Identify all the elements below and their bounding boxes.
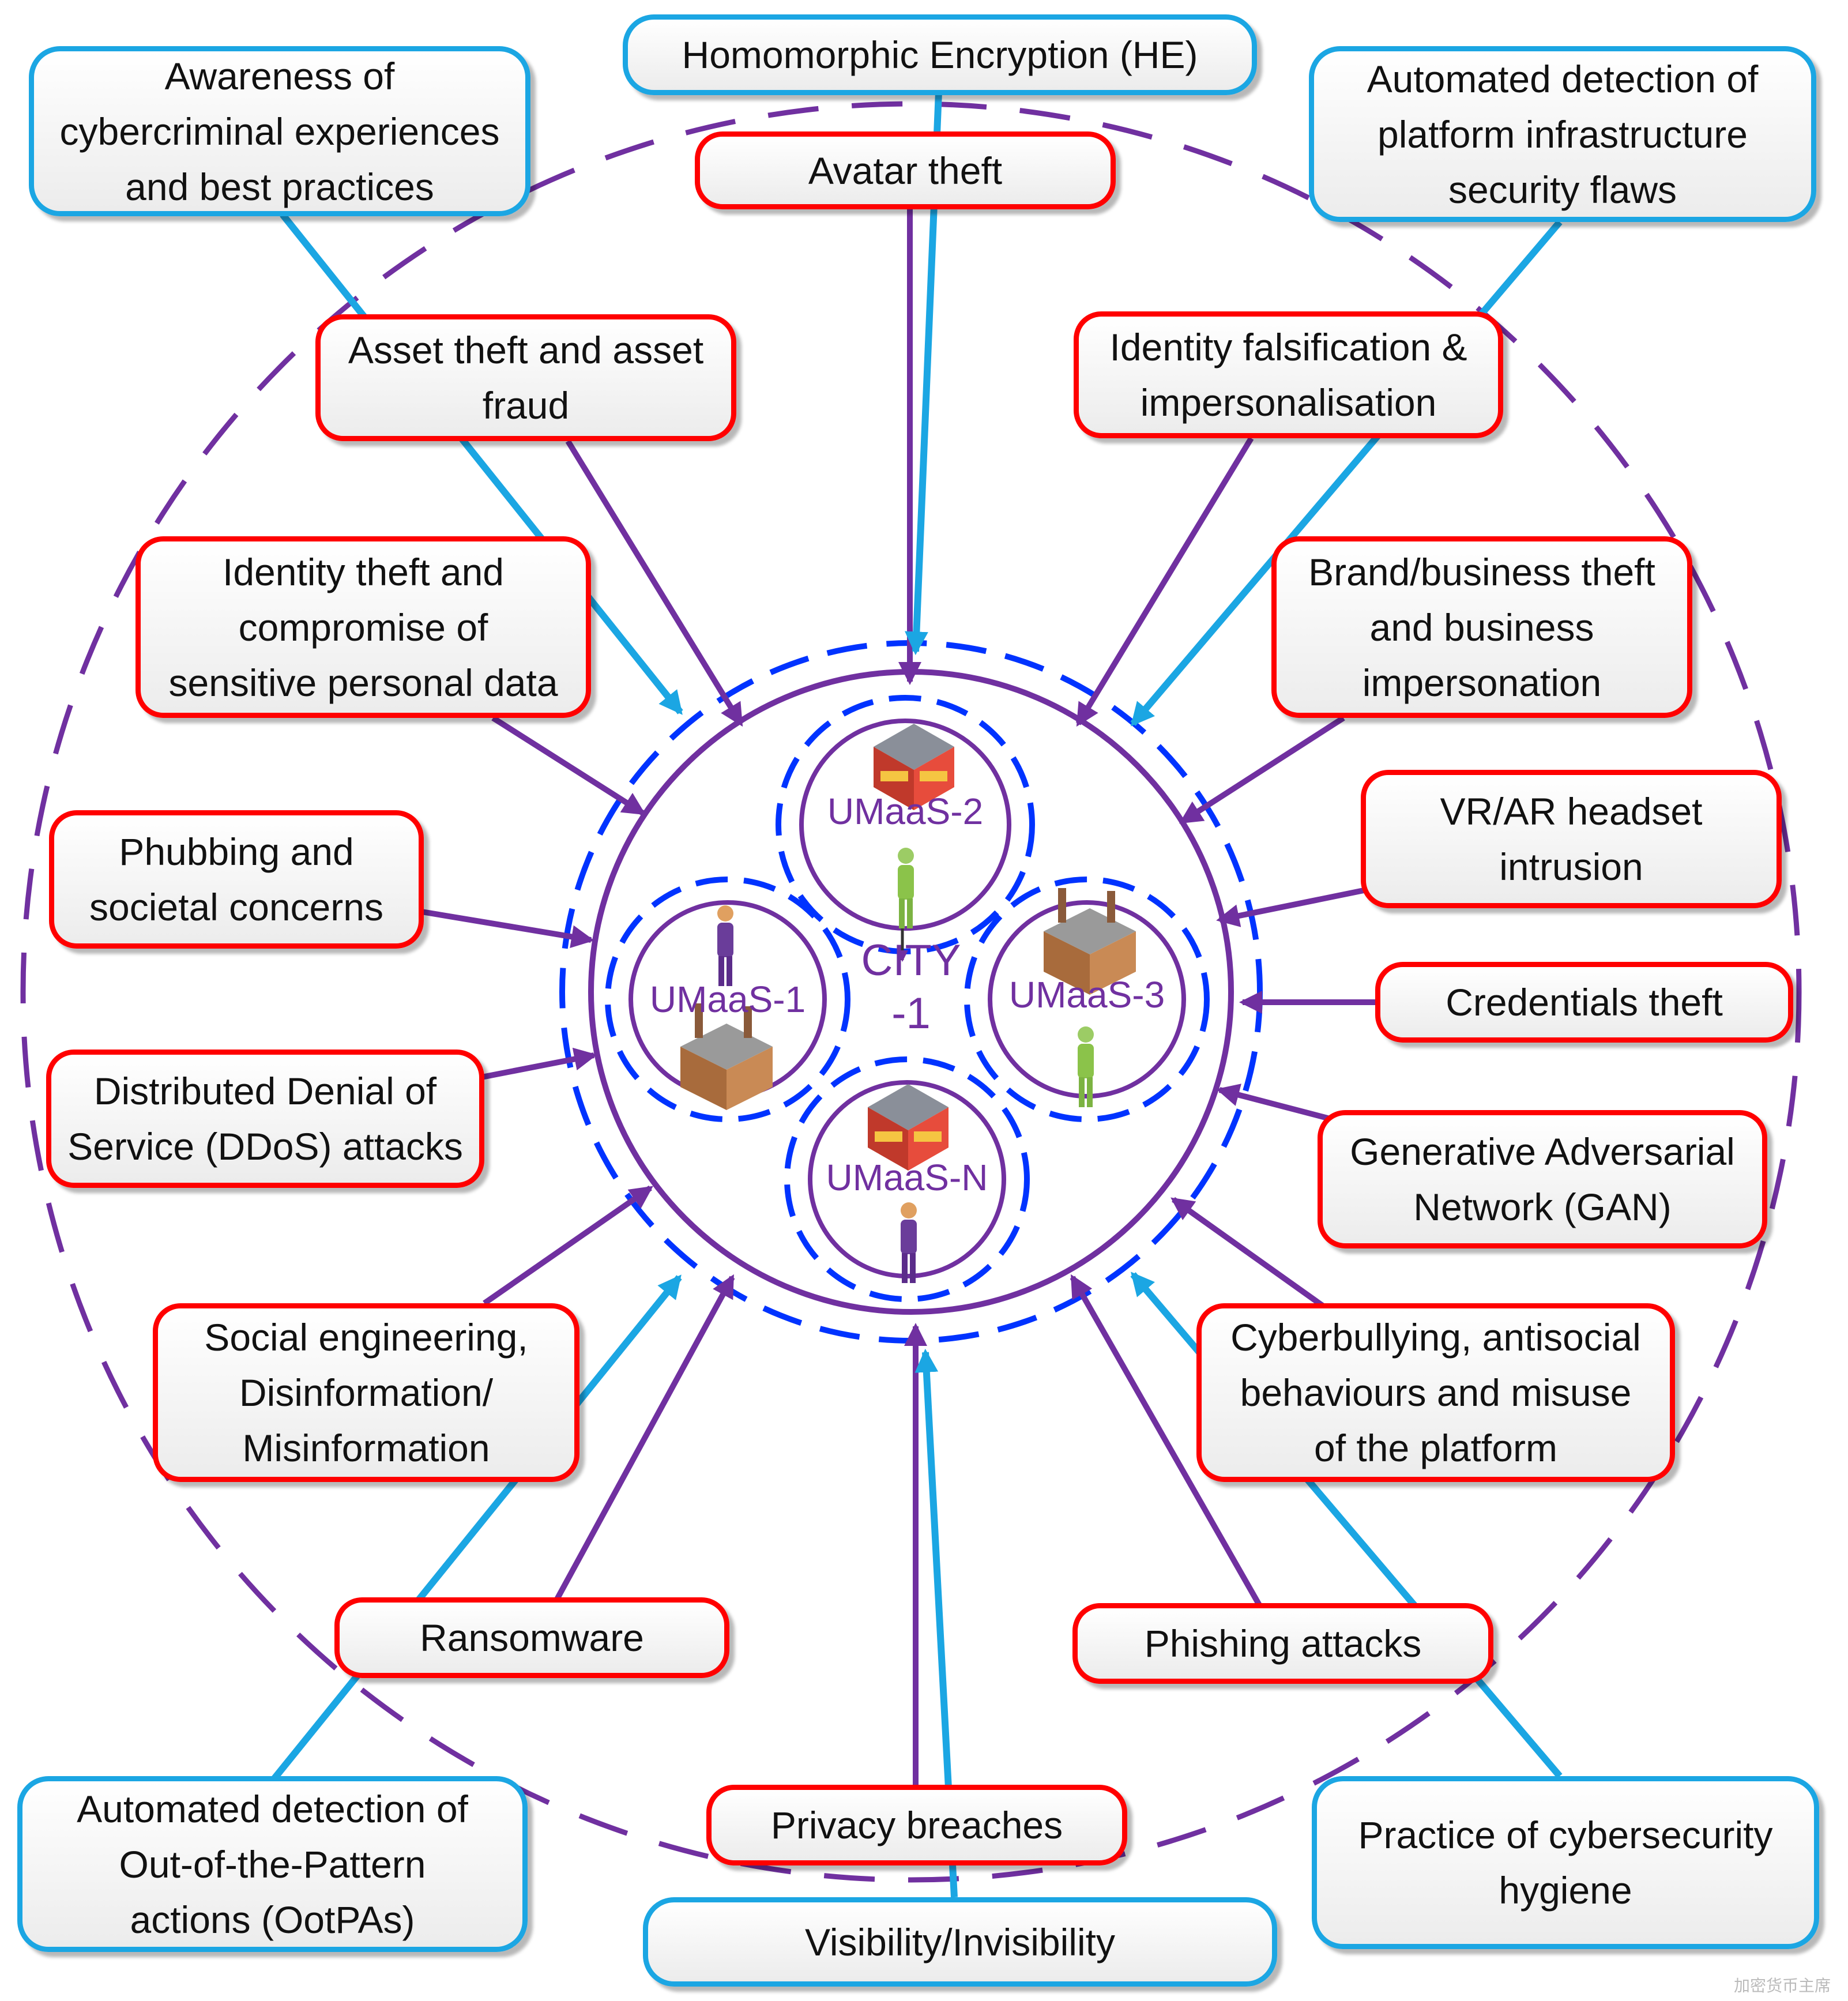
- arrow-social-engineering: [483, 1185, 653, 1306]
- threat-label: Generative Adversarial Network (GAN): [1350, 1130, 1735, 1228]
- umaas-n-label: UMaaS-N: [826, 1157, 988, 1198]
- arrow-cyberbullying: [1170, 1197, 1325, 1309]
- threat-label: Avatar theft: [808, 149, 1003, 192]
- arrow-brand-theft: [1179, 715, 1345, 825]
- threat-label: Brand/business theft and business impers…: [1308, 550, 1655, 704]
- arrow-ransomware: [554, 1274, 735, 1602]
- threat-avatar-theft: Avatar theft: [695, 131, 1116, 209]
- defense-label: Automated detection of Out-of-the-Patter…: [77, 1787, 468, 1941]
- threat-label: Phubbing and societal concerns: [89, 830, 383, 928]
- threat-cyberbullying: Cyberbullying, antisocial behaviours and…: [1196, 1303, 1675, 1482]
- factory-icon: [1044, 888, 1136, 995]
- umaas-1-dashed-ring: [605, 877, 850, 1122]
- threat-phishing: Phishing attacks: [1072, 1603, 1493, 1684]
- outer-dashed-boundary: [20, 101, 1802, 1883]
- threat-label: Cyberbullying, antisocial behaviours and…: [1230, 1316, 1641, 1469]
- umaas-2-label: UMaaS-2: [827, 791, 984, 832]
- threat-identity-falsification: Identity falsification & impersonalisati…: [1074, 311, 1503, 438]
- arrow-identity-theft: [491, 715, 646, 816]
- threat-ddos: Distributed Denial of Service (DDoS) att…: [46, 1050, 484, 1188]
- threat-label: Identity theft and compromise of sensiti…: [168, 550, 558, 704]
- arrow-ddos: [475, 1047, 597, 1081]
- threat-label: Identity falsification & impersonalisati…: [1109, 326, 1467, 424]
- threat-label: Asset theft and asset fraud: [348, 329, 704, 427]
- defense-cybersecurity-hygiene: Practice of cybersecurity hygiene: [1312, 1776, 1819, 1949]
- green-person-icon: [898, 848, 914, 928]
- defense-visibility: Visibility/Invisibility: [643, 1897, 1277, 1987]
- defense-label: Awareness of cybercriminal experiences a…: [59, 54, 500, 208]
- defense-homomorphic-encryption: Homomorphic Encryption (HE): [623, 14, 1257, 95]
- umaas-3-label: UMaaS-3: [1008, 974, 1165, 1015]
- threat-ransomware: Ransomware: [334, 1597, 729, 1678]
- threat-social-engineering: Social engineering, Disinformation/ Misi…: [153, 1303, 579, 1482]
- arrow-automated-detection-flaws: [1130, 220, 1563, 727]
- arrow-identity-falsification: [1075, 437, 1254, 727]
- factory-icon: [680, 1003, 773, 1110]
- purple-person-icon: [901, 1202, 917, 1283]
- threat-asset-theft: Asset theft and asset fraud: [315, 314, 736, 441]
- city-label: CITY -1: [861, 936, 961, 1038]
- umaas-3-dashed-ring: [964, 877, 1210, 1122]
- defense-label: Visibility/Invisibility: [805, 1920, 1115, 1964]
- arrow-phubbing: [417, 908, 594, 949]
- threat-label: VR/AR headset intrusion: [1440, 790, 1703, 888]
- defense-label: Automated detection of platform infrastr…: [1367, 57, 1759, 211]
- arrow-automated-detection-ootpa: [271, 1274, 682, 1781]
- green-person-icon: [1078, 1026, 1094, 1107]
- shop-building-icon: [868, 1084, 949, 1171]
- threat-identity-theft: Identity theft and compromise of sensiti…: [136, 536, 591, 718]
- umaas-1-label: UMaaS-1: [649, 979, 806, 1020]
- umaas-n-dashed-ring: [784, 1056, 1030, 1302]
- threat-privacy-breaches: Privacy breaches: [706, 1785, 1127, 1865]
- threat-label: Privacy breaches: [770, 1804, 1063, 1846]
- defense-automated-detection-flaws: Automated detection of platform infrastr…: [1309, 46, 1816, 222]
- arrow-awareness: [280, 212, 683, 715]
- umaas-2-circle: [799, 719, 1011, 931]
- defense-label: Practice of cybersecurity hygiene: [1358, 1814, 1773, 1912]
- defense-label: Homomorphic Encryption (HE): [682, 33, 1198, 76]
- threat-label: Ransomware: [420, 1616, 644, 1659]
- threat-phubbing: Phubbing and societal concerns: [49, 810, 424, 949]
- shop-building-icon: [874, 724, 954, 810]
- arrow-phishing: [1070, 1274, 1263, 1608]
- threat-credentials-theft: Credentials theft: [1375, 962, 1793, 1043]
- watermark: 加密货币主席: [1733, 1976, 1831, 1995]
- threat-gan: Generative Adversarial Network (GAN): [1318, 1110, 1767, 1248]
- arrow-vr-ar-intrusion: [1216, 885, 1376, 927]
- purple-person-icon: [717, 905, 733, 986]
- threat-label: Credentials theft: [1446, 981, 1723, 1024]
- threat-label: Social engineering, Disinformation/ Misi…: [204, 1316, 528, 1469]
- threat-label: Phishing attacks: [1144, 1622, 1422, 1665]
- threat-vr-ar-intrusion: VR/AR headset intrusion: [1361, 770, 1782, 908]
- defense-automated-detection-ootpa: Automated detection of Out-of-the-Patter…: [17, 1776, 528, 1952]
- threat-brand-theft: Brand/business theft and business impers…: [1271, 536, 1692, 718]
- defense-awareness: Awareness of cybercriminal experiences a…: [29, 46, 530, 216]
- threat-label: Distributed Denial of Service (DDoS) att…: [67, 1070, 463, 1168]
- arrow-asset-theft: [565, 439, 744, 727]
